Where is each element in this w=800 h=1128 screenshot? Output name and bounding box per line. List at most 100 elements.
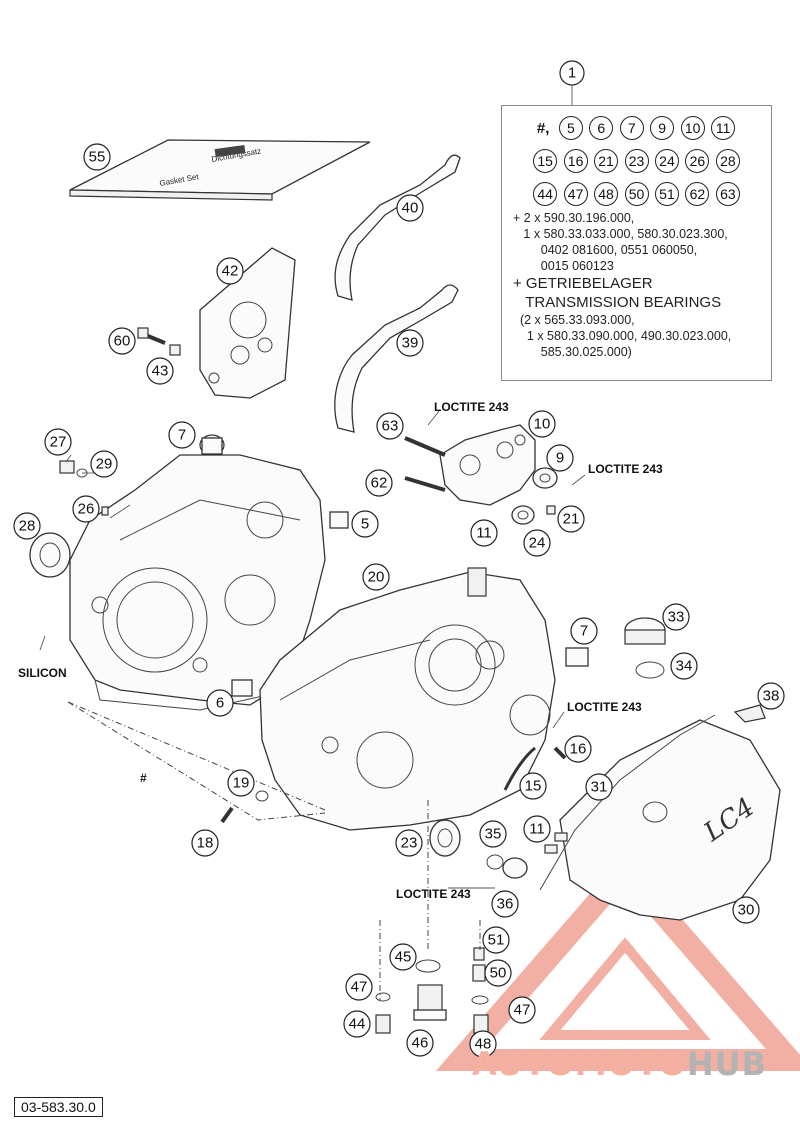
svg-text:50: 50: [490, 965, 507, 982]
bearing-9: [532, 467, 558, 489]
svg-text:29: 29: [96, 456, 113, 473]
callout-27: 27: [44, 428, 72, 456]
kit-callout: 7: [619, 116, 644, 140]
bolt-60: [137, 327, 166, 345]
bushing-7-right: [565, 647, 589, 667]
kit-callout: 5: [558, 116, 583, 140]
diagram-code: 03-583.30.0: [14, 1097, 103, 1117]
right-crankcase-half: [259, 567, 556, 831]
kit-parts-list: + 2 x 590.30.196.000, 1 x 580.33.033.000…: [513, 211, 732, 359]
callout-50: 50: [484, 959, 512, 987]
svg-text:28: 28: [19, 518, 36, 535]
svg-text:46: 46: [412, 1035, 429, 1052]
svg-text:51: 51: [488, 932, 505, 949]
kit-callout: 9: [650, 116, 675, 140]
kit-contents-box: #, 5 6 7 9 10 11 15 16 21 23 24 26 28 44…: [501, 105, 772, 381]
callout-11: 11: [523, 815, 551, 843]
svg-text:42: 42: [222, 263, 239, 280]
svg-text:45: 45: [395, 949, 412, 966]
svg-text:36: 36: [497, 896, 514, 913]
callout-9: 9: [546, 444, 574, 472]
callout-31: 31: [585, 773, 613, 801]
kit-callout: 44: [533, 182, 558, 206]
bearing-23: [429, 819, 461, 857]
bolt-18: [220, 806, 234, 824]
callout-48: 48: [469, 1030, 497, 1058]
svg-text:39: 39: [402, 335, 419, 352]
bushing-6: [231, 679, 253, 697]
callout-44: 44: [343, 1010, 371, 1038]
o-ring-45: [415, 959, 441, 973]
kit-callout: 28: [715, 149, 740, 173]
plug-48: [473, 1014, 489, 1034]
callout-10: 10: [528, 410, 556, 438]
clutch-cover-30: LC4: [559, 719, 781, 921]
callout-36: 36: [491, 890, 519, 918]
callout-47: 47: [508, 996, 536, 1024]
callout-33: 33: [662, 603, 690, 631]
callout-43: 43: [146, 357, 174, 385]
callout-62: 62: [365, 469, 393, 497]
callout-34: 34: [670, 652, 698, 680]
callout-16: 16: [564, 735, 592, 763]
left-crankcase-half: [69, 454, 326, 711]
kit-callout: 16: [563, 149, 588, 173]
silicon-label: SILICON: [18, 666, 67, 680]
dowel-26: [101, 506, 109, 516]
callout-7: 7: [570, 617, 598, 645]
callout-19: 19: [227, 769, 255, 797]
seal-36: [502, 857, 528, 879]
callout-6: 6: [206, 689, 234, 717]
filter-screen-46: [413, 984, 447, 1021]
o-ring-47b: [471, 995, 489, 1005]
callout-60: 60: [108, 327, 136, 355]
svg-text:21: 21: [563, 511, 580, 528]
dowel-11b: [544, 832, 568, 854]
watermark-text: AUTOMOTOHUB: [472, 1045, 768, 1083]
svg-text:18: 18: [197, 835, 214, 852]
kit-row-3: 44 47 48 50 51 62 63: [502, 182, 771, 206]
kit-callout: 6: [589, 116, 614, 140]
callout-23: 23: [395, 829, 423, 857]
o-ring-34: [635, 661, 665, 679]
bearing-bracket: [439, 424, 536, 506]
spring-51: [473, 947, 485, 961]
gasket-disc-28: [29, 532, 71, 578]
callout-63: 63: [376, 412, 404, 440]
callout-42: 42: [216, 257, 244, 285]
gasket-strip-39: [334, 284, 459, 433]
loctite-label: LOCTITE 243: [396, 887, 471, 901]
svg-text:26: 26: [78, 501, 95, 518]
svg-text:5: 5: [361, 516, 369, 533]
callout-1: 1: [559, 60, 585, 86]
svg-text:15: 15: [525, 778, 542, 795]
kit-callout: 23: [624, 149, 649, 173]
svg-text:33: 33: [668, 609, 685, 626]
gasket-31: [539, 714, 716, 891]
svg-text:38: 38: [763, 688, 780, 705]
kit-callout: 21: [594, 149, 619, 173]
pipe-15: [503, 746, 536, 791]
clip-38: [733, 704, 766, 723]
svg-text:40: 40: [402, 200, 419, 217]
svg-text:10: 10: [534, 416, 551, 433]
svg-text:63: 63: [382, 418, 399, 435]
svg-text:31: 31: [591, 779, 608, 796]
svg-text:27: 27: [50, 434, 67, 451]
callout-18: 18: [191, 829, 219, 857]
callout-11: 11: [470, 519, 498, 547]
callout-45: 45: [389, 943, 417, 971]
kit-callout: 15: [533, 149, 558, 173]
callout-46: 46: [406, 1029, 434, 1057]
loctite-label: LOCTITE 243: [567, 700, 642, 714]
callout-51: 51: [482, 926, 510, 954]
kit-callout: 47: [563, 182, 588, 206]
svg-text:35: 35: [485, 826, 502, 843]
svg-text:62: 62: [371, 475, 388, 492]
callout-39: 39: [396, 329, 424, 357]
kit-row-1: #, 5 6 7 9 10 11: [502, 116, 771, 140]
sleeve-43: [169, 344, 181, 356]
callout-26: 26: [72, 495, 100, 523]
callout-7: 7: [168, 421, 196, 449]
